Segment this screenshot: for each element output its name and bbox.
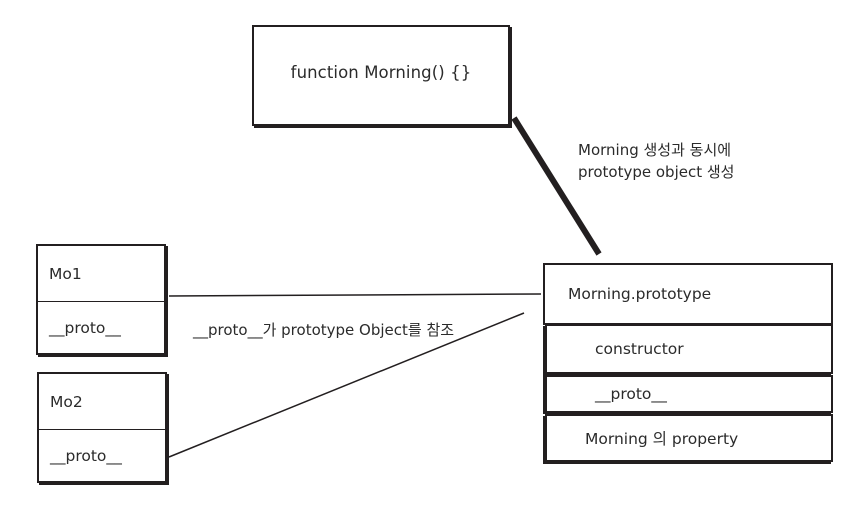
constructor-function-box: function Morning() {}	[252, 25, 510, 126]
connector-mo2-to-prototype	[168, 312, 525, 458]
prototype-row-label-0: Morning.prototype	[568, 285, 712, 303]
prototype-row-label-3: Morning 의 property	[585, 430, 739, 448]
instance-mo1-name: Mo1	[49, 264, 82, 283]
annotation-proto-reference: __proto__가 prototype Object를 참조	[193, 321, 455, 339]
annotation-creation-line-2: prototype object 생성	[578, 162, 735, 181]
instance-mo2-proto-label: __proto__	[50, 446, 122, 465]
instance-mo2-name: Mo2	[50, 392, 83, 411]
connector-function-to-prototype	[511, 116, 602, 256]
constructor-function-label: function Morning() {}	[290, 63, 472, 82]
instance-mo1-proto-row: __proto__	[38, 302, 164, 353]
instance-mo2-proto-row: __proto__	[39, 430, 165, 481]
prototype-row-morning-property: Morning 의 property	[545, 414, 833, 462]
instance-mo2-name-row: Mo2	[39, 374, 165, 430]
annotation-prototype-creation: Morning 생성과 동시에 prototype object 생성	[578, 140, 734, 184]
instance-mo1-name-row: Mo1	[38, 246, 164, 302]
instance-box-mo2: Mo2 __proto__	[37, 372, 167, 483]
instance-mo1-proto-label: __proto__	[49, 318, 121, 337]
annotation-creation-line-1: Morning 생성과 동시에	[578, 141, 732, 159]
prototype-row-label-2: __proto__	[595, 385, 667, 403]
connector-mo1-to-prototype	[168, 293, 542, 297]
prototype-row-label-1: constructor	[595, 340, 684, 358]
prototype-row-proto: __proto__	[545, 375, 833, 413]
prototype-row-morning-prototype: Morning.prototype	[543, 263, 833, 325]
instance-box-mo1: Mo1 __proto__	[36, 244, 166, 355]
prototype-row-constructor: constructor	[545, 324, 833, 374]
